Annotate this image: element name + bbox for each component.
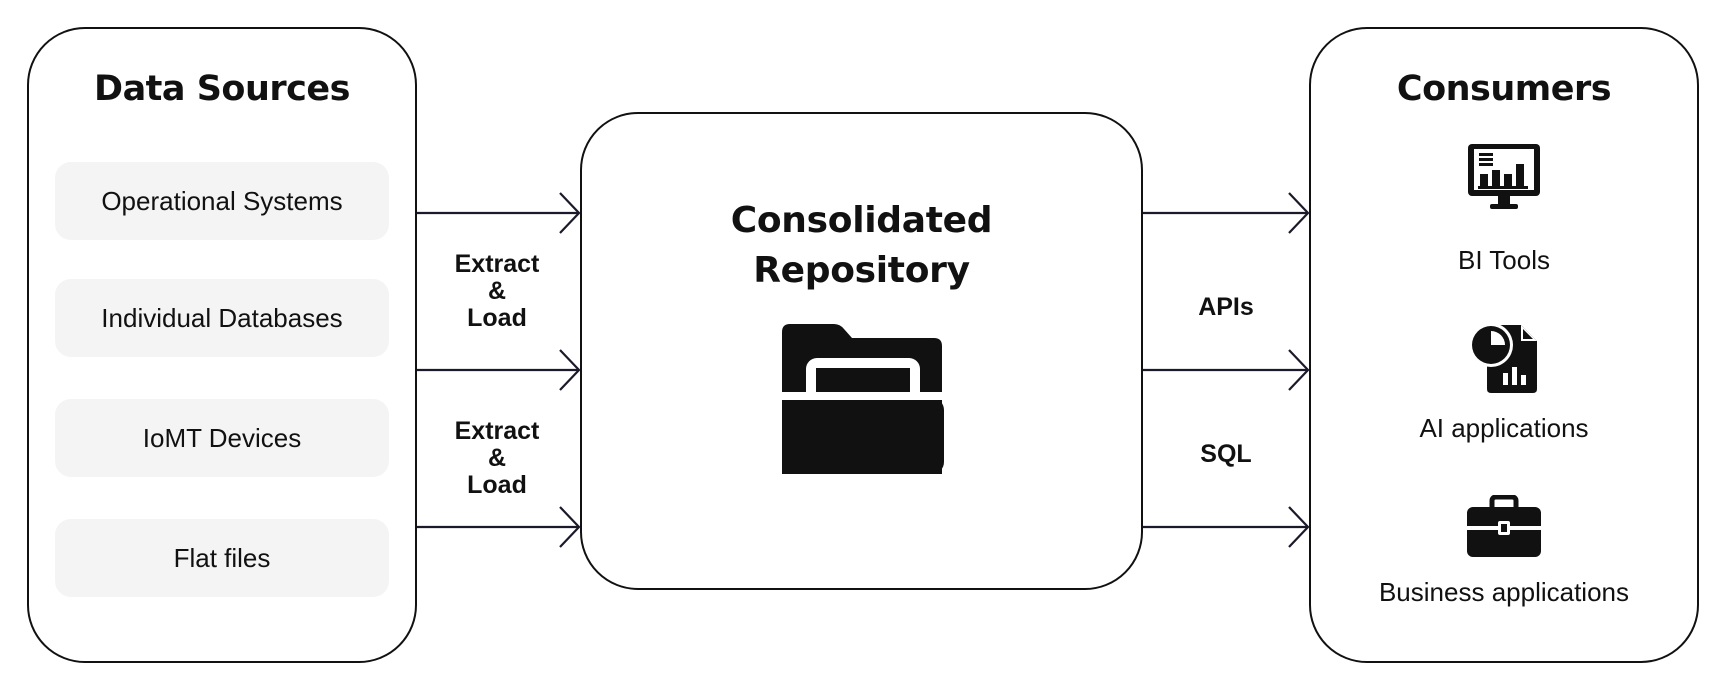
data-sources-title: Data Sources bbox=[94, 69, 350, 109]
arrow-repo-to-consumers-1 bbox=[1143, 192, 1310, 234]
arrow-sources-to-repo-2 bbox=[417, 349, 581, 391]
extract-load-label: Extract & Load bbox=[436, 251, 558, 332]
consumers-panel: Consumers BI Tools AI a bbox=[1309, 27, 1699, 663]
repository-title: Consolidated Repository bbox=[582, 196, 1141, 296]
extract-load-line1: Extract bbox=[454, 417, 540, 445]
arrow-repo-to-consumers-3 bbox=[1143, 506, 1310, 548]
apis-label: APIs bbox=[1198, 293, 1254, 321]
extract-load-line2: & bbox=[487, 277, 507, 305]
dashboard-monitor-icon bbox=[1468, 144, 1540, 209]
extract-load-line1: Extract bbox=[454, 250, 540, 278]
report-chart-icon bbox=[1469, 323, 1537, 393]
consumer-label-bi-tools: BI Tools bbox=[1457, 245, 1550, 275]
data-sources-panel: Data Sources Operational Systems Individ… bbox=[27, 27, 417, 663]
arrow-sources-to-repo-3 bbox=[417, 506, 581, 548]
extract-load-label: Extract & Load bbox=[436, 418, 558, 499]
consumer-label-business-applications: Business applications bbox=[1378, 577, 1630, 607]
source-item-operational-systems: Operational Systems bbox=[55, 162, 389, 240]
consolidated-repository-panel: Consolidated Repository bbox=[580, 112, 1143, 590]
extract-load-line2: & bbox=[487, 444, 507, 472]
repository-title-line2: Repository bbox=[753, 250, 970, 291]
extract-load-line3: Load bbox=[467, 471, 527, 499]
source-item-individual-databases: Individual Databases bbox=[55, 279, 389, 357]
source-item-iomt-devices: IoMT Devices bbox=[55, 399, 389, 477]
arrow-sources-to-repo-1 bbox=[417, 192, 581, 234]
repository-title-line1: Consolidated bbox=[730, 200, 993, 241]
briefcase-icon bbox=[1467, 495, 1541, 557]
extract-load-line3: Load bbox=[467, 304, 527, 332]
sql-label: SQL bbox=[1200, 440, 1252, 468]
source-item-flat-files: Flat files bbox=[55, 519, 389, 597]
consumers-title: Consumers bbox=[1396, 69, 1612, 109]
folder-open-icon bbox=[782, 324, 944, 474]
arrow-repo-to-consumers-2 bbox=[1143, 349, 1310, 391]
consumer-label-ai-applications: AI applications bbox=[1419, 413, 1589, 443]
